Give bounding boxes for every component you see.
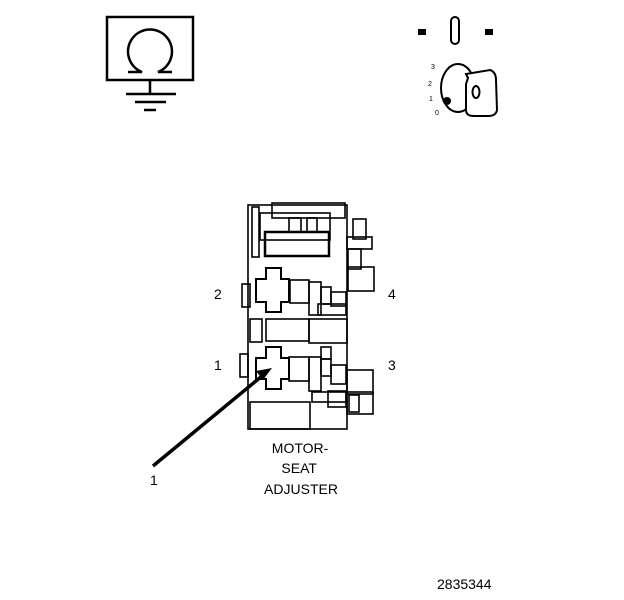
connector-face — [239, 202, 375, 430]
callout-arrow — [151, 368, 272, 468]
ignition-position-2: 2 — [428, 81, 432, 88]
figure-id: 2835344 — [437, 576, 492, 592]
pin-label-4: 4 — [388, 286, 396, 302]
component-label: MOTOR- SEAT ADJUSTER — [264, 440, 338, 497]
ignition-switch-key-icon: 3 2 1 0 — [418, 16, 499, 117]
ignition-position-1: 1 — [429, 96, 433, 103]
pin-label-2: 2 — [214, 286, 222, 302]
ignition-position-0: 0 — [435, 110, 439, 117]
pin-label-3: 3 — [388, 357, 396, 373]
pin-label-1: 1 — [214, 357, 222, 373]
component-label-line-2: SEAT — [281, 460, 317, 476]
ohmmeter-ground-icon — [105, 15, 195, 112]
component-label-line-1: MOTOR- — [272, 440, 329, 456]
ignition-position-3: 3 — [431, 64, 435, 71]
callout-number: 1 — [150, 472, 158, 488]
component-label-line-3: ADJUSTER — [264, 481, 338, 497]
